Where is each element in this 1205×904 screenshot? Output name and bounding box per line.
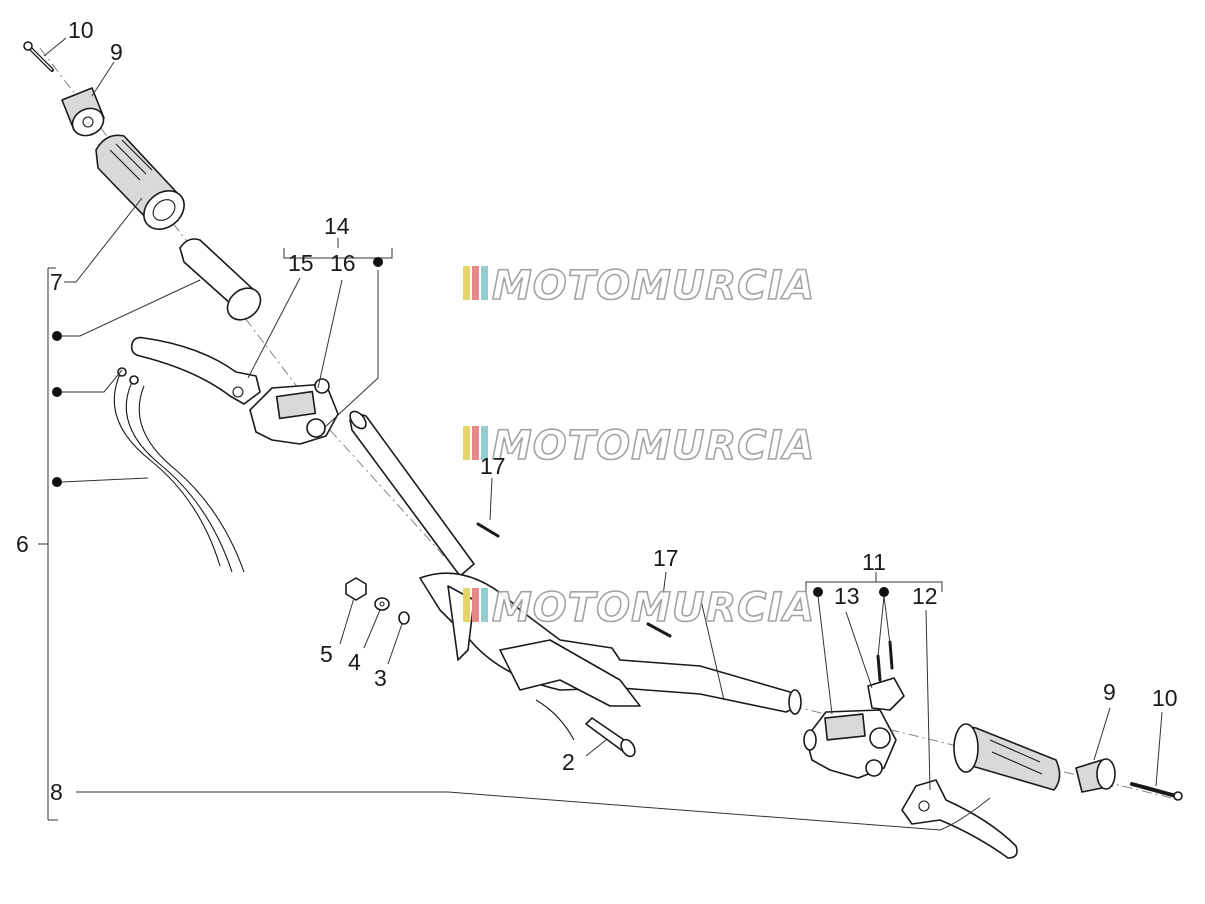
callout-17: 17 <box>480 453 506 479</box>
callout-13: 13 <box>834 583 860 609</box>
callout-9: 9 <box>110 39 123 65</box>
callout-labels: 10 9 7 14 15 16 6 17 17 11 13 12 5 4 3 2… <box>16 17 1178 805</box>
throttle-tube <box>179 238 262 321</box>
callout-11: 11 <box>862 549 886 575</box>
watermark-text: MOTOMURCIA <box>492 423 815 469</box>
watermark-bottom: MOTOMURCIA <box>463 584 815 632</box>
callout-8: 8 <box>50 779 63 805</box>
handlebar-bolt <box>585 717 636 758</box>
callout-6: 6 <box>16 531 29 557</box>
left-bar-end-weight <box>61 87 105 137</box>
right-master-cylinder <box>803 709 897 779</box>
right-bar-end-weight <box>1075 758 1116 793</box>
watermark-text: MOTOMURCIA <box>492 585 815 631</box>
callout-7: 7 <box>50 269 63 295</box>
handlebar-tube <box>349 410 802 741</box>
callout-4: 4 <box>348 649 361 675</box>
included-part-dots <box>52 257 889 597</box>
left-brake-lever <box>130 336 261 405</box>
callout-10: 10 <box>68 17 94 43</box>
callout-16: 16 <box>330 250 356 276</box>
callout-14: 14 <box>324 213 350 239</box>
left-bar-end-screw <box>23 41 54 72</box>
right-grip <box>953 723 1061 791</box>
callout-2: 2 <box>562 749 575 775</box>
pins <box>476 522 672 638</box>
watermark-middle: MOTOMURCIA <box>463 422 815 470</box>
watermark-text: MOTOMURCIA <box>492 263 815 309</box>
left-grip <box>95 134 185 231</box>
callout-5: 5 <box>320 641 333 667</box>
callout-15: 15 <box>288 250 314 276</box>
leader-lines <box>38 37 1163 831</box>
right-bar-end-screw <box>1130 782 1183 801</box>
nut-and-washers <box>345 577 410 625</box>
callout-10: 10 <box>1152 685 1178 711</box>
callout-9: 9 <box>1103 679 1116 705</box>
right-brake-lever <box>901 779 1018 859</box>
brake-cables <box>113 367 245 573</box>
callout-3: 3 <box>374 665 387 691</box>
watermark-top: MOTOMURCIA <box>463 262 815 310</box>
clamp-and-screws <box>867 640 905 711</box>
callout-17: 17 <box>653 545 679 571</box>
left-master-cylinder <box>249 378 339 445</box>
callout-12: 12 <box>912 583 938 609</box>
